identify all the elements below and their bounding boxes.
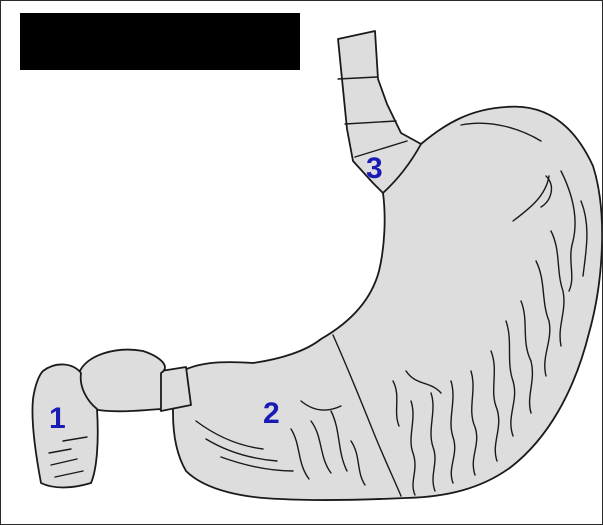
label-2: 2 bbox=[263, 397, 280, 430]
label-3: 3 bbox=[366, 152, 383, 185]
label-1: 1 bbox=[49, 402, 66, 435]
